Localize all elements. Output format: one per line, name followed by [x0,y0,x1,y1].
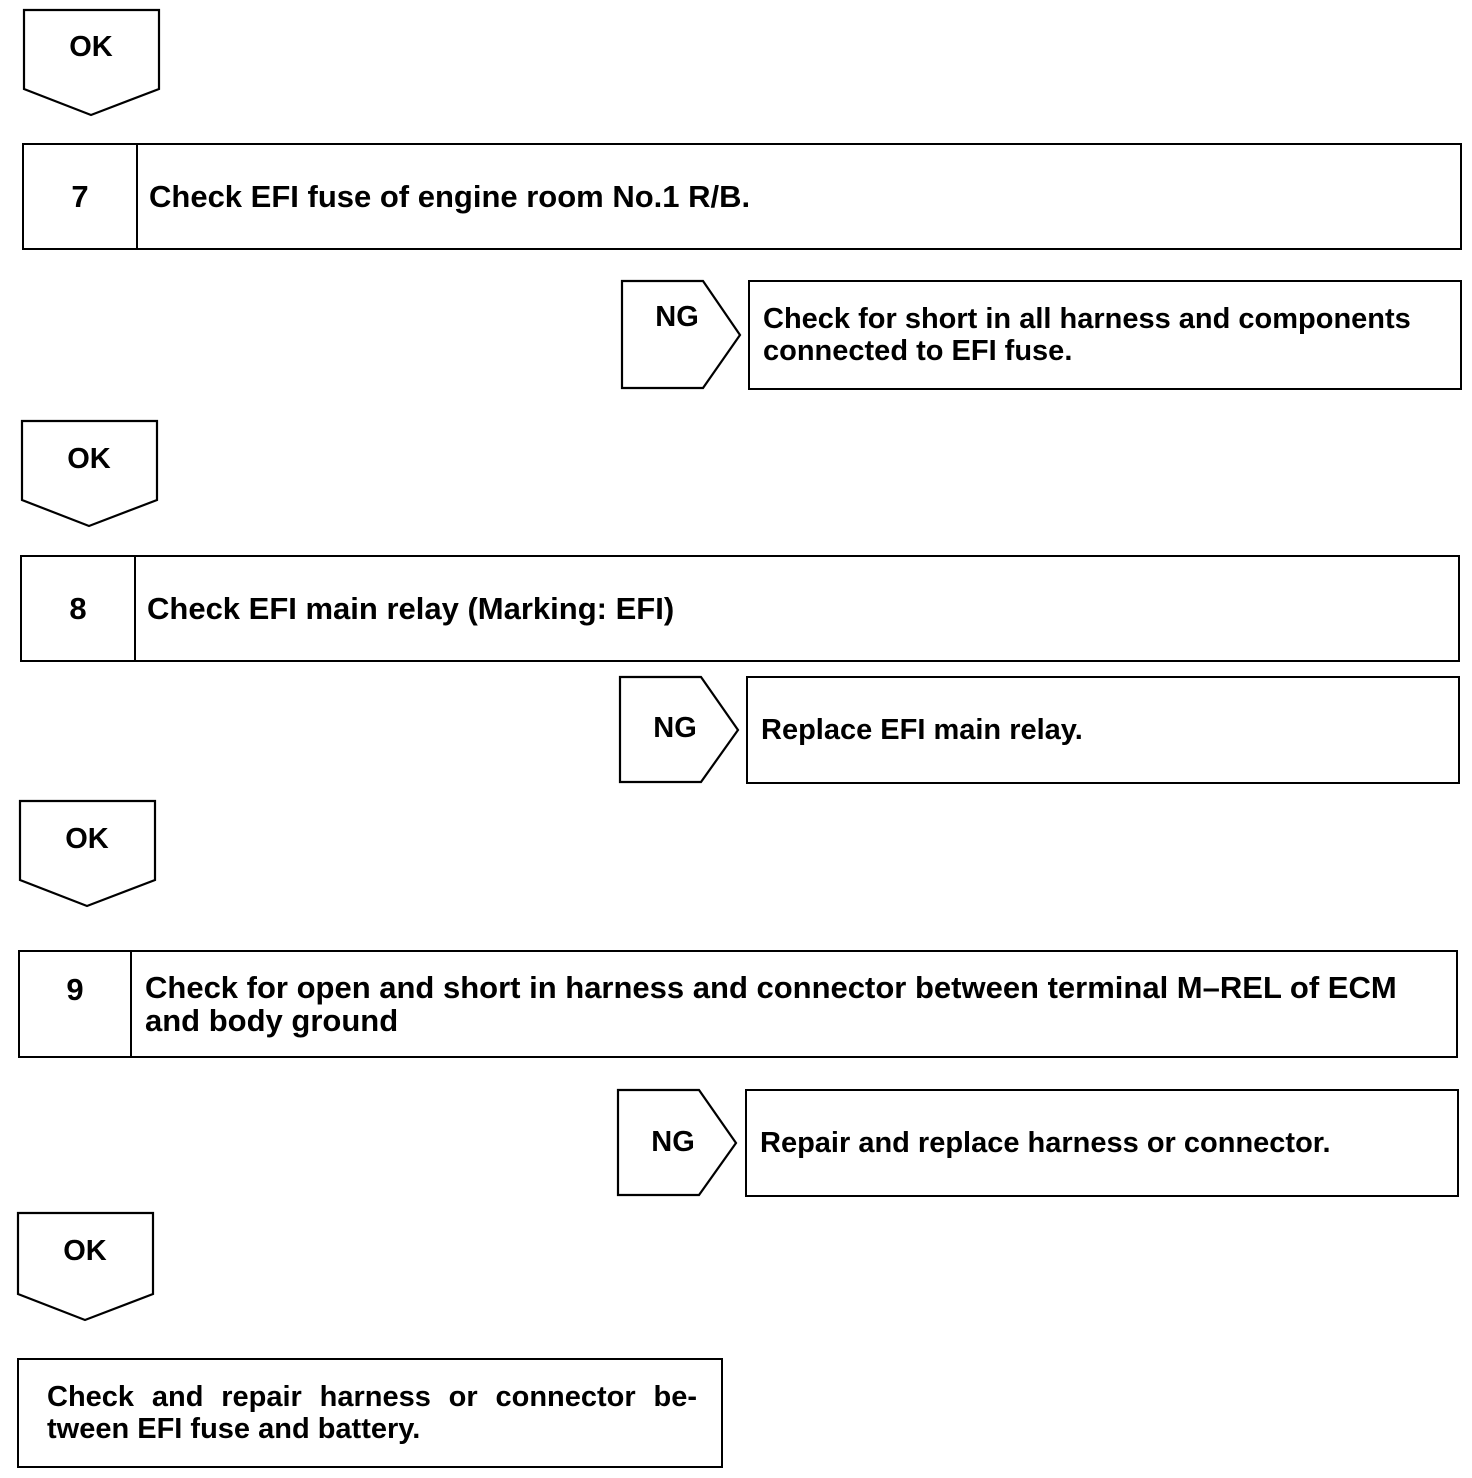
step-instruction: Check for open and short in harness and … [145,970,1397,1038]
ng-action-text: Repair and replace harness or connector. [760,1127,1331,1159]
ok-arrow-label: OK [65,823,109,855]
step-number: 7 [24,145,138,248]
step-instruction: Check EFI main relay (Marking: EFI) [147,591,675,626]
ok-arrow-shape [18,799,157,908]
ng-arrow-shape [618,675,740,784]
ok-arrow-shape [22,8,161,117]
ok-arrow-label: OK [67,443,111,475]
step-instruction: Check EFI fuse of engine room No.1 R/B. [149,179,751,214]
step-7-box: 7 Check EFI fuse of engine room No.1 R/B… [22,143,1462,250]
step-9-box: 9 Check for open and short in harness an… [18,950,1458,1058]
ok-arrow-label: OK [63,1235,107,1267]
ng-arrow-label: NG [651,1126,695,1158]
ng-arrow-label: NG [655,301,699,333]
ok-arrow-label: OK [69,31,113,63]
ng-action-text: Check for short in all harness and compo… [763,303,1411,367]
ng-action-box: Check for short in all harness and compo… [748,280,1462,390]
final-action-box: Check and repair harness or connector be… [17,1358,723,1468]
ng-arrow-shape [620,279,742,390]
ng-action-box: Repair and replace harness or connector. [745,1089,1459,1197]
ng-arrow-label: NG [653,712,697,744]
ok-arrow-shape [16,1211,155,1322]
ng-action-box: Replace EFI main relay. [746,676,1460,784]
step-8-box: 8 Check EFI main relay (Marking: EFI) [20,555,1460,662]
step-number: 9 [20,952,132,1056]
ng-arrow-shape [616,1088,738,1197]
ng-action-text: Replace EFI main relay. [761,714,1083,746]
ok-arrow-shape [20,419,159,528]
final-action-text: Check and repair harness or connector be… [47,1381,697,1445]
step-number: 8 [22,557,136,660]
